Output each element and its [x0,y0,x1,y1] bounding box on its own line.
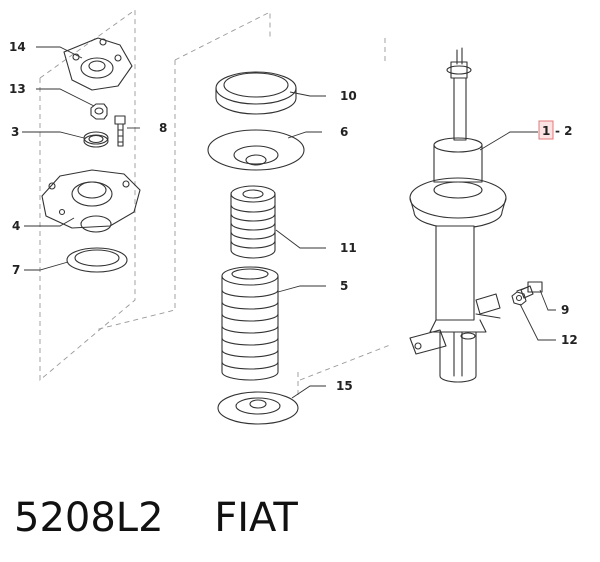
callout-3: 3 [11,125,19,139]
exploded-parts-diagram: 14 13 3 8 4 7 10 6 11 5 15 1 - 2 9 12 [9,9,578,425]
diagram-caption: 5208L2 FIAT [14,488,298,548]
part-12-nut [511,291,527,306]
part-15-lower-seat [217,391,299,425]
part-1-shock-absorber [409,47,507,383]
callout-12: 12 [561,333,578,347]
part-6-spring-seat [207,129,305,171]
part-7-washer [66,247,128,273]
part-14-upper-mount-plate [63,37,133,91]
callout-4: 4 [12,219,20,233]
callout-5: 5 [340,279,348,293]
callout-14: 14 [9,40,26,54]
part-13-nut [90,103,108,120]
callout-13: 13 [9,82,26,96]
part-8-bolt [114,115,126,147]
callout-1-highlight [538,120,554,140]
part-9-bolt [516,281,543,299]
brand-name: FIAT [214,495,298,541]
callout-labels: 14 13 3 8 4 7 10 6 11 5 15 1 - 2 9 12 [9,40,578,393]
part-4-lower-mount [41,169,141,233]
callout-9: 9 [561,303,569,317]
part-5-dust-boot [221,266,279,381]
callout-1: 1 [542,124,550,138]
callout-2: - 2 [555,124,573,138]
callout-10: 10 [340,89,357,103]
callout-15: 15 [336,379,353,393]
part-3-bearing-ring [83,131,109,148]
callout-8: 8 [159,121,167,135]
callout-7: 7 [12,263,20,277]
assembly-boxes [39,9,391,395]
callout-6: 6 [340,125,348,139]
callout-11: 11 [340,241,357,255]
leader-lines [22,46,556,399]
part-10-spring-cap [215,71,297,115]
part-11-bump-stop [230,185,276,259]
diagram-code: 5208L2 [14,495,164,541]
